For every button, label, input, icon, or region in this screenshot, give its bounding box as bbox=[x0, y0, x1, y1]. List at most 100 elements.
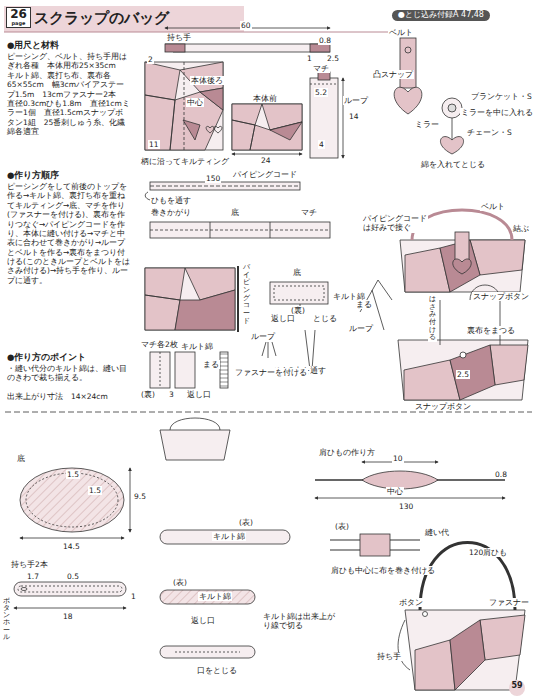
pattern-drawing bbox=[160, 352, 161, 388]
note-text: 出来上がり寸法 14×24cm bbox=[6, 392, 132, 401]
pattern-drawing bbox=[160, 430, 230, 460]
part-label: ボタン bbox=[398, 598, 424, 607]
part-label: 120肩ひも bbox=[468, 548, 508, 557]
part-label: ミラー bbox=[414, 120, 440, 129]
part-label: 柄に沿ってキルティング bbox=[140, 157, 230, 166]
part-label: 肩ひも中心に布を巻き付ける bbox=[330, 566, 436, 575]
pattern-drawing bbox=[232, 154, 302, 155]
part-label: 持ち手2本 bbox=[10, 560, 49, 569]
pattern-drawing bbox=[415, 615, 525, 690]
part-label: ファスナー bbox=[488, 598, 530, 607]
part-label: ファスナーを付ける bbox=[234, 368, 308, 377]
pattern-drawing bbox=[398, 620, 410, 670]
part-label: 1.5 bbox=[88, 486, 102, 495]
part-label: キルト綿 bbox=[180, 342, 214, 351]
part-label: 9.5 bbox=[133, 492, 147, 501]
part-label: 底 bbox=[230, 208, 240, 217]
pattern-drawing bbox=[165, 44, 185, 52]
pattern-drawing bbox=[455, 232, 469, 262]
pattern-drawing bbox=[145, 268, 235, 330]
pattern-drawing bbox=[274, 286, 324, 300]
pattern-drawing bbox=[160, 530, 290, 544]
pattern-drawing bbox=[448, 104, 456, 112]
part-label: ミラーを中に入れる bbox=[460, 108, 534, 117]
part-label: 130 bbox=[398, 502, 414, 511]
part-label: ループ bbox=[250, 332, 276, 341]
pattern-drawing bbox=[237, 266, 239, 332]
pattern-drawing bbox=[270, 222, 271, 238]
pattern-drawing bbox=[5, 412, 532, 413]
pattern-drawing bbox=[145, 62, 223, 150]
pattern-drawing bbox=[232, 104, 302, 150]
node-text: ●とじ込み付録A 47,48 bbox=[398, 11, 484, 20]
part-label: ループ bbox=[348, 324, 374, 333]
pattern-drawing bbox=[442, 98, 462, 118]
page-title: スクラップのバッグ bbox=[34, 9, 169, 28]
part-label: 4 bbox=[318, 140, 325, 149]
part-label: ループ bbox=[343, 96, 369, 105]
pattern-drawing bbox=[20, 538, 124, 539]
pattern-drawing bbox=[160, 646, 255, 658]
pattern-drawing bbox=[20, 468, 124, 532]
pattern-drawing bbox=[26, 473, 118, 527]
part-label: 結ぶ bbox=[512, 224, 530, 233]
part-label: 本体後ろ bbox=[190, 76, 224, 85]
pattern-drawing bbox=[5, 28, 532, 696]
pattern-drawing bbox=[400, 38, 416, 88]
part-label: 返し口 bbox=[186, 390, 212, 399]
part-label: キルト綿 bbox=[198, 592, 232, 601]
node-text: page bbox=[10, 21, 27, 27]
supplement-tag: ●とじ込み付録A 47,48 bbox=[392, 10, 490, 21]
pattern-drawing bbox=[175, 290, 235, 330]
part-label: スナップボタン bbox=[414, 402, 472, 411]
part-label: 口をとじる bbox=[196, 666, 238, 675]
pattern-drawing bbox=[175, 352, 195, 388]
part-label: 本体前 bbox=[252, 94, 278, 103]
part-label: 3 bbox=[168, 390, 175, 399]
pattern-drawing bbox=[460, 352, 466, 358]
part-label: 2.5 bbox=[326, 54, 340, 63]
part-label: 1.7 bbox=[26, 572, 40, 581]
pattern-drawing bbox=[160, 590, 255, 604]
part-label: 2 bbox=[147, 55, 154, 64]
part-label: (表) bbox=[172, 578, 188, 587]
pattern-drawing bbox=[453, 259, 471, 274]
part-label: ひもを通す bbox=[150, 196, 192, 205]
pattern-drawing bbox=[310, 84, 338, 85]
part-label: 24 bbox=[260, 156, 272, 165]
part-label: 中心 bbox=[386, 487, 404, 496]
part-label: パイピングコード bbox=[242, 264, 251, 326]
section-heading: ●作り方のポイント bbox=[6, 352, 87, 363]
part-label: 60 bbox=[240, 21, 252, 30]
pattern-drawing bbox=[165, 44, 330, 52]
pattern-drawing bbox=[423, 612, 428, 617]
pattern-drawing bbox=[270, 122, 302, 140]
part-label: (表) bbox=[238, 518, 254, 527]
part-label: 1 bbox=[130, 592, 137, 601]
part-label: ベルト bbox=[388, 28, 414, 37]
part-label: 150 bbox=[205, 174, 221, 183]
part-label: スナップボタン bbox=[472, 292, 530, 301]
note-text: ピーシングをして前後のトップを作る→キルト綿、裏打ち布を重ねてキルティング→底、… bbox=[6, 182, 132, 285]
pattern-drawing bbox=[14, 582, 126, 596]
part-label: 中心 bbox=[186, 98, 204, 107]
part-label: チェーン・S bbox=[466, 128, 513, 137]
section-heading: ●用尺と材料 bbox=[6, 40, 60, 51]
pattern-drawing bbox=[150, 182, 300, 190]
pattern-drawing bbox=[150, 352, 170, 388]
pattern-drawing bbox=[21, 588, 27, 591]
pattern-drawing bbox=[450, 345, 495, 400]
part-label: 巻きかがり bbox=[150, 208, 192, 217]
pattern-drawing bbox=[14, 608, 126, 609]
pattern-drawing bbox=[183, 88, 223, 140]
part-label: ブランケット・S bbox=[470, 92, 533, 101]
part-label: パイピングコード bbox=[232, 170, 298, 179]
pattern-drawing bbox=[18, 586, 122, 592]
part-label: (裏) bbox=[140, 390, 156, 399]
title-band bbox=[4, 6, 390, 32]
pattern-drawing bbox=[405, 47, 411, 53]
title-band bbox=[4, 32, 390, 33]
pattern-drawing bbox=[210, 222, 211, 238]
part-label: マチ bbox=[300, 208, 318, 217]
